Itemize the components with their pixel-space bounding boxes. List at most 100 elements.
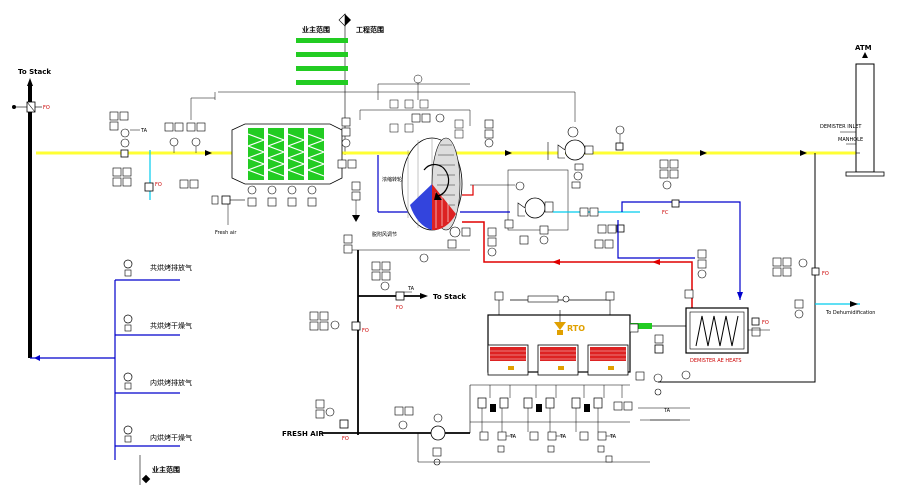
branch-3-label: 内烘烤排放气	[150, 378, 192, 387]
rotor-label: 浓缩转轮	[382, 176, 402, 183]
stack-outlet-damper-icon[interactable]	[395, 291, 405, 301]
inlet-gauge-icon[interactable]	[120, 128, 130, 138]
valve-group-2: TA	[523, 397, 567, 453]
branch-2-label: 共烘烤干燥气	[150, 321, 192, 330]
green-bar-2	[296, 52, 348, 57]
filter-stage-1	[246, 128, 266, 180]
filter-dp-gauges	[247, 185, 317, 207]
rto-bed-3	[587, 344, 629, 376]
rto-bed-1	[487, 344, 529, 376]
stack-note-2: MANHOLE	[838, 137, 863, 143]
owner-scope-top-label: 业主范围	[302, 25, 330, 34]
main-exhaust-fan	[547, 126, 594, 189]
desorb-label: 脱附风调节	[372, 231, 397, 238]
valve-3b-icon[interactable]	[593, 397, 603, 409]
fresh-air-damper-icon[interactable]	[221, 195, 231, 205]
svg-text:TA: TA	[609, 434, 617, 440]
svg-text:FO: FO	[822, 271, 829, 277]
branch-1-instrument-icon[interactable]	[123, 259, 133, 269]
rto-inlet-damper-icon[interactable]	[351, 321, 361, 331]
filter-stage-2	[266, 128, 286, 180]
rto-burner-icon[interactable]	[554, 322, 566, 330]
desorption-fan-icon[interactable]	[524, 197, 546, 219]
green-bar-4	[296, 80, 348, 85]
valve-group-3: TA	[571, 397, 617, 453]
branch-4-label: 内烘烤干燥气	[150, 433, 192, 442]
hot-gas-line	[462, 185, 707, 310]
left-stack: To Stack FO	[12, 68, 115, 361]
rotor-inlet-instruments	[337, 117, 410, 222]
atm-label: ATM	[855, 44, 872, 52]
fresh-air-line: FRESH AIR	[282, 406, 650, 466]
dehumid-damper-icon[interactable]	[811, 267, 820, 276]
main-fan-motor-icon[interactable]	[567, 126, 579, 138]
branch-1-label: 共烘烤排放气	[150, 263, 192, 272]
to-stack-left-label: To Stack	[18, 68, 51, 76]
svg-text:FO: FO	[155, 182, 162, 188]
to-stack-mid-label: To Stack	[433, 293, 466, 301]
main-exhaust-fan-icon[interactable]	[564, 139, 586, 161]
valve-group-1: TA	[477, 397, 517, 453]
rotor-concentrator: 浓缩转轮 脱附风调节	[372, 113, 463, 238]
desorb-damper-icon[interactable]	[616, 224, 625, 233]
to-dehumid-label: To Dehumidification	[825, 310, 875, 316]
svg-text:FO: FO	[342, 436, 349, 442]
inlet-valve-icon[interactable]	[120, 149, 129, 158]
rto-feed: To Stack TA FO FO FO	[309, 250, 466, 442]
branch-2-instrument-icon[interactable]	[123, 314, 133, 324]
branch-4: 内烘烤干燥气	[115, 425, 192, 447]
fresh-air-small-label: Fresh air	[215, 230, 237, 236]
contractor-scope-label: 工程范围	[356, 25, 384, 34]
rotor-drive-motor-icon[interactable]	[413, 74, 423, 84]
fresh-air-label: FRESH AIR	[282, 430, 324, 438]
cooling-fan	[343, 226, 471, 263]
svg-text:FO: FO	[43, 105, 50, 111]
owner-scope-bottom-label: 业主范围	[152, 465, 180, 474]
cooling-fan-icon[interactable]	[449, 226, 461, 238]
valve-2a-icon[interactable]	[523, 397, 533, 409]
desorption-fan	[470, 169, 569, 245]
inlet-instruments: TA FO Fresh air	[109, 97, 245, 236]
rto-valve-manifold: TA TA TA	[469, 384, 680, 463]
fresh-air-inlet-damper-icon[interactable]	[339, 419, 349, 429]
valve-2b-icon[interactable]	[545, 397, 555, 409]
filter-housing	[231, 123, 343, 207]
svg-text:TA: TA	[663, 408, 671, 414]
rto-green-bypass	[630, 323, 652, 329]
stack-body	[855, 63, 875, 173]
scope-markers-top: 业主范围 工程范围	[296, 13, 384, 155]
combustion-fan-icon[interactable]	[430, 425, 446, 441]
svg-text:FO: FO	[362, 328, 369, 334]
branch-3-instrument-icon[interactable]	[123, 372, 133, 382]
valve-1b-icon[interactable]	[499, 397, 509, 409]
branch-manifold: 共烘烤排放气 共烘烤干燥气 内烘烤排放气 内烘烤干燥气 业主范围	[114, 259, 192, 485]
svg-text:TA: TA	[559, 434, 567, 440]
rto-unit: RTO	[487, 291, 691, 421]
green-bar-1	[296, 38, 348, 43]
loop-damper-icon[interactable]	[671, 199, 680, 208]
svg-text:FC: FC	[662, 210, 669, 216]
svg-text:TA: TA	[407, 286, 415, 292]
right-outlet: To Dehumidification FO	[658, 153, 875, 383]
rto-label: RTO	[567, 324, 585, 333]
heat-exchanger-label: DEMISTER AE HEATS	[690, 358, 742, 364]
valve-1a-icon[interactable]	[477, 397, 487, 409]
bypass-damper-icon[interactable]	[144, 182, 154, 192]
filter-stage-4	[306, 128, 326, 180]
branch-2: 共烘烤干燥气	[115, 314, 192, 336]
branch-4-instrument-icon[interactable]	[123, 425, 133, 435]
valve-3a-icon[interactable]	[571, 397, 581, 409]
cooling-loop: FC	[617, 159, 743, 300]
svg-text:FO: FO	[396, 305, 403, 311]
rto-bed-2	[537, 344, 579, 376]
desorption-fans	[460, 119, 640, 249]
green-bar-3	[296, 66, 348, 71]
exhaust-stack: ATM DEMISTER INLET MANHOLE	[820, 44, 885, 177]
branch-3: 内烘烤排放气	[115, 372, 192, 394]
rotor-top-wiring	[214, 74, 576, 139]
svg-text:TA: TA	[509, 434, 517, 440]
main-exhaust-damper-icon[interactable]	[615, 142, 624, 151]
heat-exchanger: DEMISTER AE HEATS FO	[685, 307, 770, 364]
branch-1: 共烘烤排放气	[115, 259, 192, 281]
